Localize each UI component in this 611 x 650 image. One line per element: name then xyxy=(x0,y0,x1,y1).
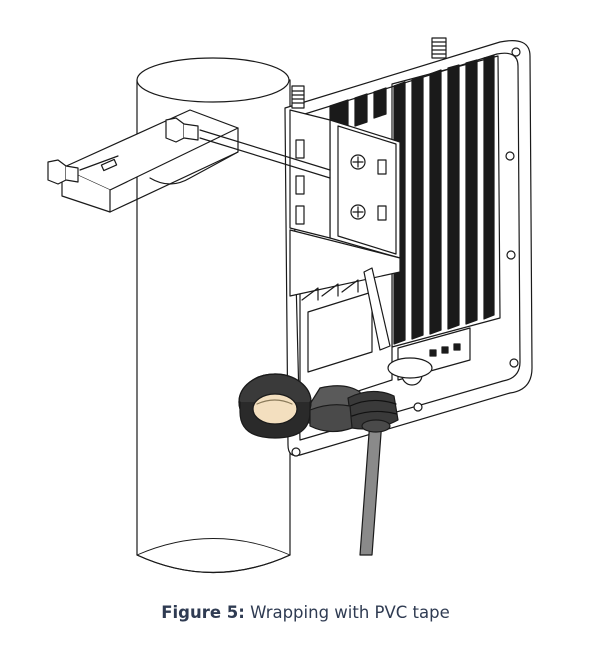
bracket-screw-bottom-icon xyxy=(350,204,366,220)
figure-caption-text: Wrapping with PVC tape xyxy=(244,603,450,622)
clamp-nut-left-icon xyxy=(47,159,79,185)
figure-caption: Figure 5: Wrapping with PVC tape xyxy=(0,603,611,622)
n-type-connector-right xyxy=(431,37,447,59)
n-type-connector-left xyxy=(291,85,305,109)
bracket-screw-top-icon xyxy=(350,154,366,170)
pole-clamp xyxy=(47,109,331,213)
housing-screws xyxy=(291,47,521,457)
unit-mounting-bracket xyxy=(289,109,401,351)
antenna-mounted-on-pole-drawing xyxy=(47,37,533,573)
figure-label: Figure 5: xyxy=(161,603,245,622)
tape-wrap-on-connector xyxy=(309,390,399,433)
pvc-tape-roll xyxy=(238,373,312,439)
mounting-pole xyxy=(136,57,291,573)
installation-illustration xyxy=(47,37,533,573)
clamp-nut-right-icon xyxy=(165,117,199,143)
